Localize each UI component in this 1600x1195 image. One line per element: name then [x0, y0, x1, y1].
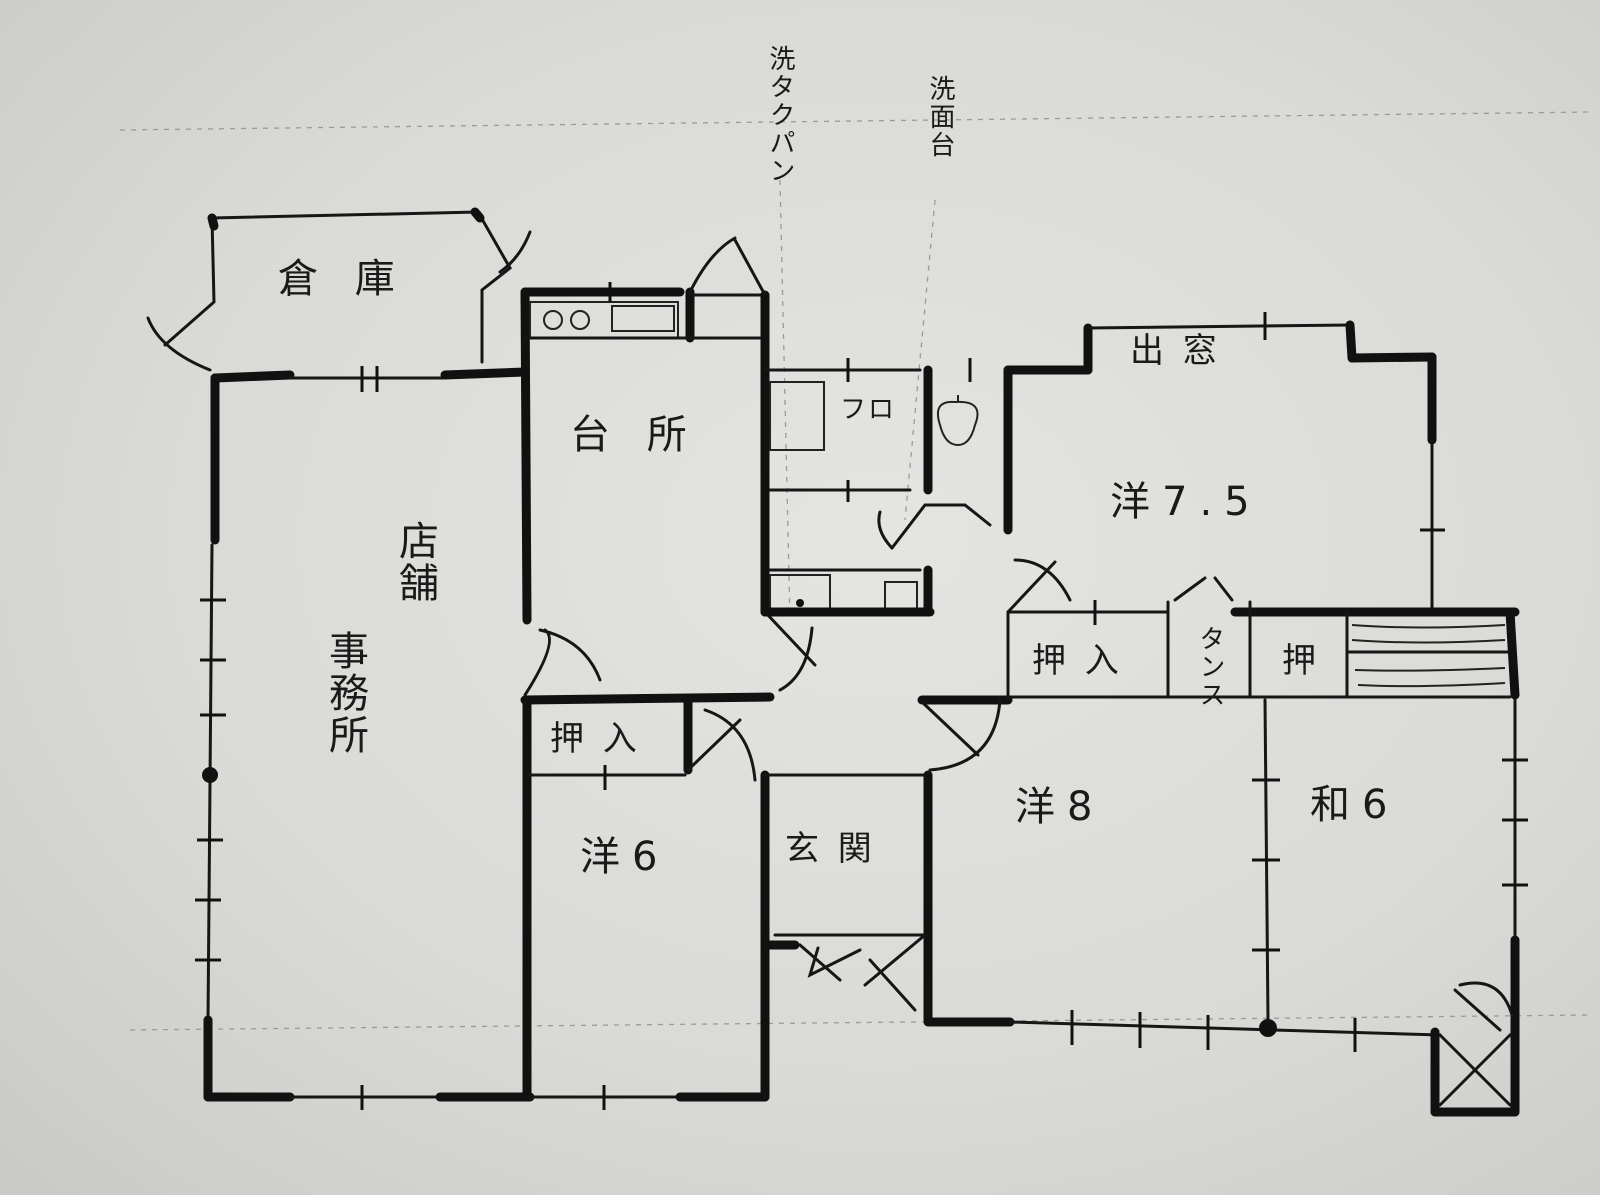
japanese-6-label: 和6 — [1310, 782, 1399, 828]
kitchen-label: 台 所 — [570, 412, 699, 458]
storage-label: 倉 庫 — [278, 256, 407, 302]
bay-window-label: 出 窓 — [1130, 331, 1221, 371]
storage-room — [146, 207, 532, 372]
shop-office-walls — [202, 287, 602, 1102]
window-ticks — [195, 282, 1528, 1110]
western-room-6 — [522, 695, 770, 1102]
laundry-pan-label: 洗タクパン — [765, 45, 795, 185]
western-8-label: 洋8 — [1015, 784, 1104, 830]
kitchen — [520, 236, 817, 692]
office-label: 事務所 — [322, 630, 368, 756]
wardrobe-label: タンス — [1195, 625, 1225, 709]
entrance-label: 玄 関 — [785, 829, 876, 869]
entrance — [760, 770, 933, 1025]
western-6-label: 洋6 — [580, 834, 669, 880]
closet-lower-label: 押 入 — [550, 719, 641, 759]
bath-label: フロ — [840, 395, 896, 425]
bath-area — [760, 365, 992, 617]
corridor-walls — [520, 692, 1512, 772]
western-room-75 — [1003, 320, 1520, 617]
western-75-label: 洋7.5 — [1110, 479, 1262, 525]
closet-small-label: 押 — [1282, 641, 1320, 681]
closet-upper-label: 押 入 — [1032, 641, 1123, 681]
washbasin-label: 洗面台 — [925, 75, 955, 159]
shop-label: 店舗 — [392, 520, 439, 604]
paper-lines — [119, 111, 1591, 1031]
western-room-8-japanese-6 — [923, 698, 1520, 1117]
closet-row — [1006, 558, 1520, 700]
